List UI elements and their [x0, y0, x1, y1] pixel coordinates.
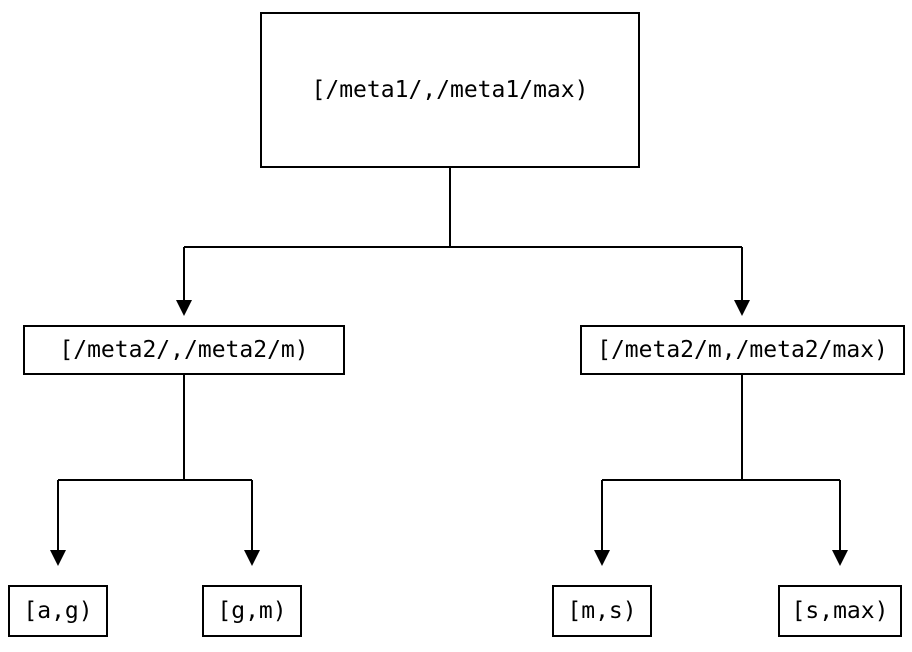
node-meta2-low-label: [/meta2/,/meta2/m) — [59, 336, 309, 363]
arrowhead-down-icon — [244, 550, 260, 566]
node-leaf-smax: [s,max) — [778, 585, 902, 637]
arrowhead-down-icon — [50, 550, 66, 566]
edge-left-to-leaves — [50, 375, 260, 566]
node-root-label: [/meta1/,/meta1/max) — [311, 76, 589, 103]
edge-right-to-leaves — [594, 375, 848, 566]
node-leaf-gm: [g,m) — [202, 585, 302, 637]
arrowhead-down-icon — [734, 300, 750, 316]
node-leaf-ag: [a,g) — [8, 585, 108, 637]
node-root: [/meta1/,/meta1/max) — [260, 12, 640, 168]
arrowhead-down-icon — [176, 300, 192, 316]
node-leaf-gm-label: [g,m) — [217, 597, 287, 624]
node-leaf-ms-label: [m,s) — [567, 597, 637, 624]
arrowhead-down-icon — [594, 550, 610, 566]
node-leaf-smax-label: [s,max) — [791, 597, 889, 624]
arrowhead-down-icon — [832, 550, 848, 566]
node-leaf-ag-label: [a,g) — [23, 597, 93, 624]
edge-root-to-children — [176, 168, 750, 316]
node-meta2-high-label: [/meta2/m,/meta2/max) — [597, 336, 888, 363]
node-meta2-low: [/meta2/,/meta2/m) — [23, 325, 345, 375]
node-meta2-high: [/meta2/m,/meta2/max) — [580, 325, 905, 375]
node-leaf-ms: [m,s) — [552, 585, 652, 637]
